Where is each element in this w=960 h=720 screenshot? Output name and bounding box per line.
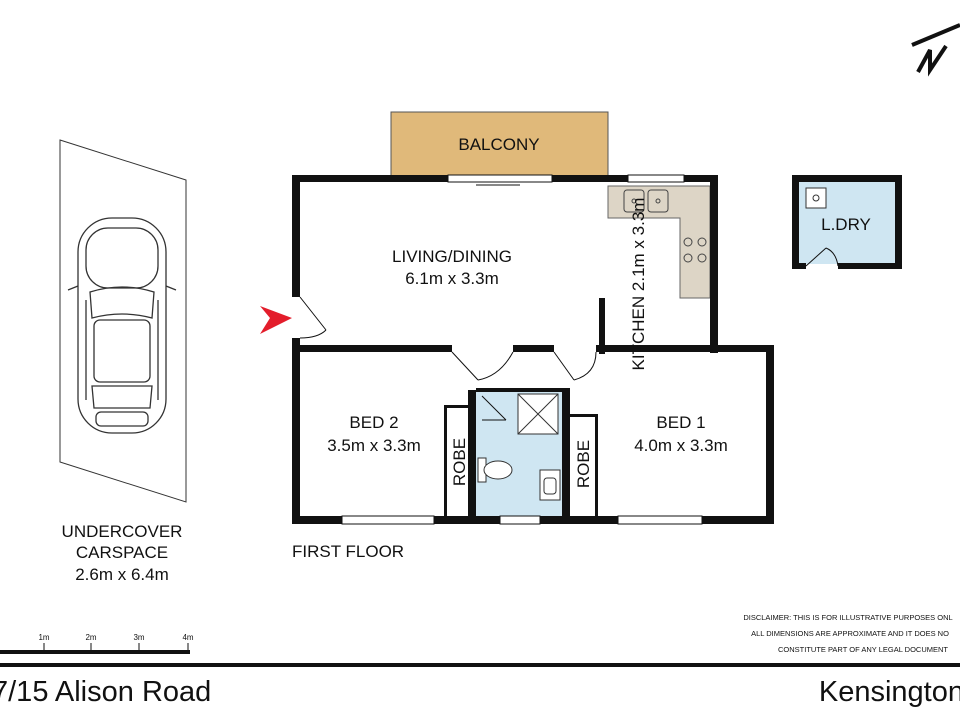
property-address: 7/15 Alison Road [0, 676, 212, 708]
entry-arrow-icon [260, 306, 292, 334]
balcony-label: BALCONY [458, 135, 539, 154]
laundry-tub-icon [805, 187, 827, 209]
car-icon [67, 217, 177, 434]
carspace-line1: UNDERCOVER [62, 522, 183, 541]
living-dining-dims: 6.1m x 3.3m [405, 269, 499, 288]
scale-tick-1m: 1m [38, 633, 49, 642]
footer-rule [0, 663, 960, 667]
sink-icon [623, 189, 669, 213]
robe-left-label: ROBE [450, 438, 469, 486]
carspace [59, 139, 187, 503]
bed2-label: BED 2 [349, 413, 398, 432]
walls [292, 175, 902, 524]
property-suburb: Kensington [818, 676, 960, 708]
kitchen-label: KITCHEN 2.1m x 3.3m [629, 198, 648, 371]
disclaimer-line1: DISCLAIMER: THIS IS FOR ILLUSTRATIVE PUR… [743, 613, 952, 622]
bed2-dims: 3.5m x 3.3m [327, 436, 421, 455]
north-arrow-icon [911, 23, 960, 77]
kitchen-bench [607, 185, 711, 299]
floor-label: FIRST FLOOR [292, 542, 404, 561]
bed1-label: BED 1 [656, 413, 705, 432]
disclaimer-line3: CONSTITUTE PART OF ANY LEGAL DOCUMENT [778, 645, 948, 654]
carspace-line2: CARSPACE [76, 543, 168, 562]
living-dining-label: LIVING/DINING [392, 247, 512, 266]
toilet-icon [477, 457, 513, 483]
scale-tick-3m: 3m [133, 633, 144, 642]
carspace-dims: 2.6m x 6.4m [75, 565, 169, 584]
disclaimer-line2: ALL DIMENSIONS ARE APPROXIMATE AND IT DO… [751, 629, 949, 638]
robe-right-label: ROBE [574, 440, 593, 488]
doors [299, 247, 839, 421]
scale-tick-4m: 4m [182, 633, 193, 642]
windows [341, 174, 703, 525]
carspace-outline [59, 139, 187, 503]
basin-icon [539, 469, 561, 501]
scale-tick-2m: 2m [85, 633, 96, 642]
laundry-label: L.DRY [821, 215, 871, 234]
cooktop-icon [683, 237, 707, 263]
bathroom-fixtures [477, 393, 561, 501]
scale-bar: 1m 2m 3m 4m [0, 633, 194, 654]
bed1-dims: 4.0m x 3.3m [634, 436, 728, 455]
